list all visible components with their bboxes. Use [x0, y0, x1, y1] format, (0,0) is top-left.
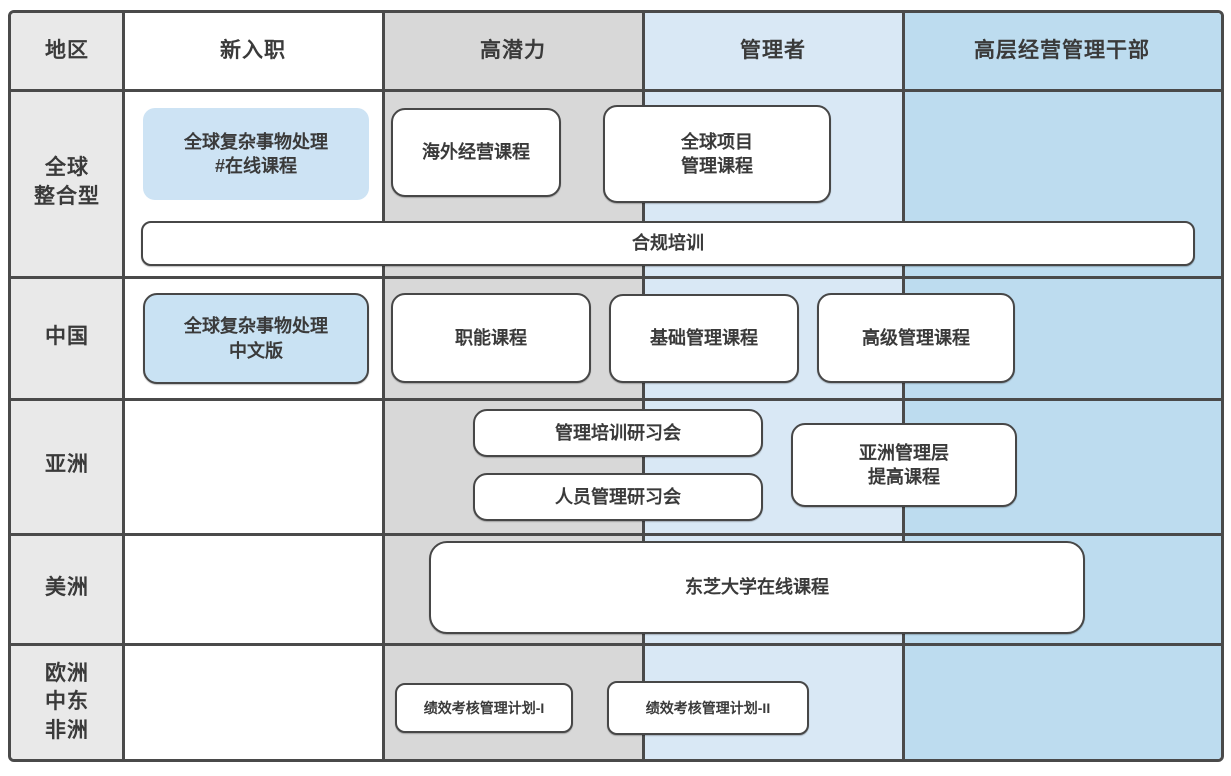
header-cell-new-hire: 新入职 [220, 38, 286, 62]
course-box-compliance-training: 合规培训 [141, 221, 1195, 266]
course-box-functional-courses: 职能课程 [391, 293, 591, 383]
course-box-people-management-workshop: 人员管理研习会 [473, 473, 763, 521]
header-cell-high-potential: 高潜力 [480, 38, 546, 62]
header-cell-region: 地区 [45, 38, 89, 62]
course-box-basic-management: 基础管理课程 [609, 294, 799, 383]
region-column-bg [11, 13, 123, 759]
row-label-global-integrated: 全球 整合型 [34, 156, 100, 208]
executive-column-bg [903, 13, 1221, 759]
divider-horizontal-row3 [11, 533, 1221, 536]
header-cell-executive: 高层经营管理干部 [974, 38, 1150, 62]
course-box-overseas-management: 海外经营课程 [391, 108, 561, 197]
row-label-emea: 欧洲 中东 非洲 [45, 661, 89, 742]
row-label-asia: 亚洲 [45, 453, 89, 477]
divider-horizontal-row1 [11, 276, 1221, 279]
course-box-global-project-management: 全球项目 管理课程 [603, 105, 831, 203]
divider-vertical-region [122, 13, 125, 759]
divider-vertical-hipo [642, 13, 645, 759]
course-box-global-complex-online: 全球复杂事物处理 #在线课程 [143, 108, 369, 200]
divider-horizontal-row4 [11, 643, 1221, 646]
course-box-performance-management-2: 绩效考核管理计划-II [607, 681, 809, 735]
course-box-toshiba-university-online: 东芝大学在线课程 [429, 541, 1085, 634]
row-label-china: 中国 [45, 324, 89, 348]
row-label-americas: 美洲 [45, 575, 89, 599]
divider-horizontal-row2 [11, 398, 1221, 401]
divider-vertical-mgr [902, 13, 905, 759]
course-box-global-complex-chinese: 全球复杂事物处理 中文版 [143, 293, 369, 384]
divider-vertical-newhire [382, 13, 385, 759]
header-cell-manager: 管理者 [740, 38, 806, 62]
matrix-table: 地区 新入职 高潜力 管理者 高层经营管理干部 全球 整合型 中国 亚洲 美洲 … [8, 10, 1224, 762]
course-box-performance-management-1: 绩效考核管理计划-I [395, 683, 573, 733]
course-box-management-training-workshop: 管理培训研习会 [473, 409, 763, 457]
course-box-advanced-management: 高级管理课程 [817, 293, 1015, 383]
course-box-asia-management-improvement: 亚洲管理层 提高课程 [791, 423, 1017, 507]
divider-horizontal-header [11, 89, 1221, 92]
